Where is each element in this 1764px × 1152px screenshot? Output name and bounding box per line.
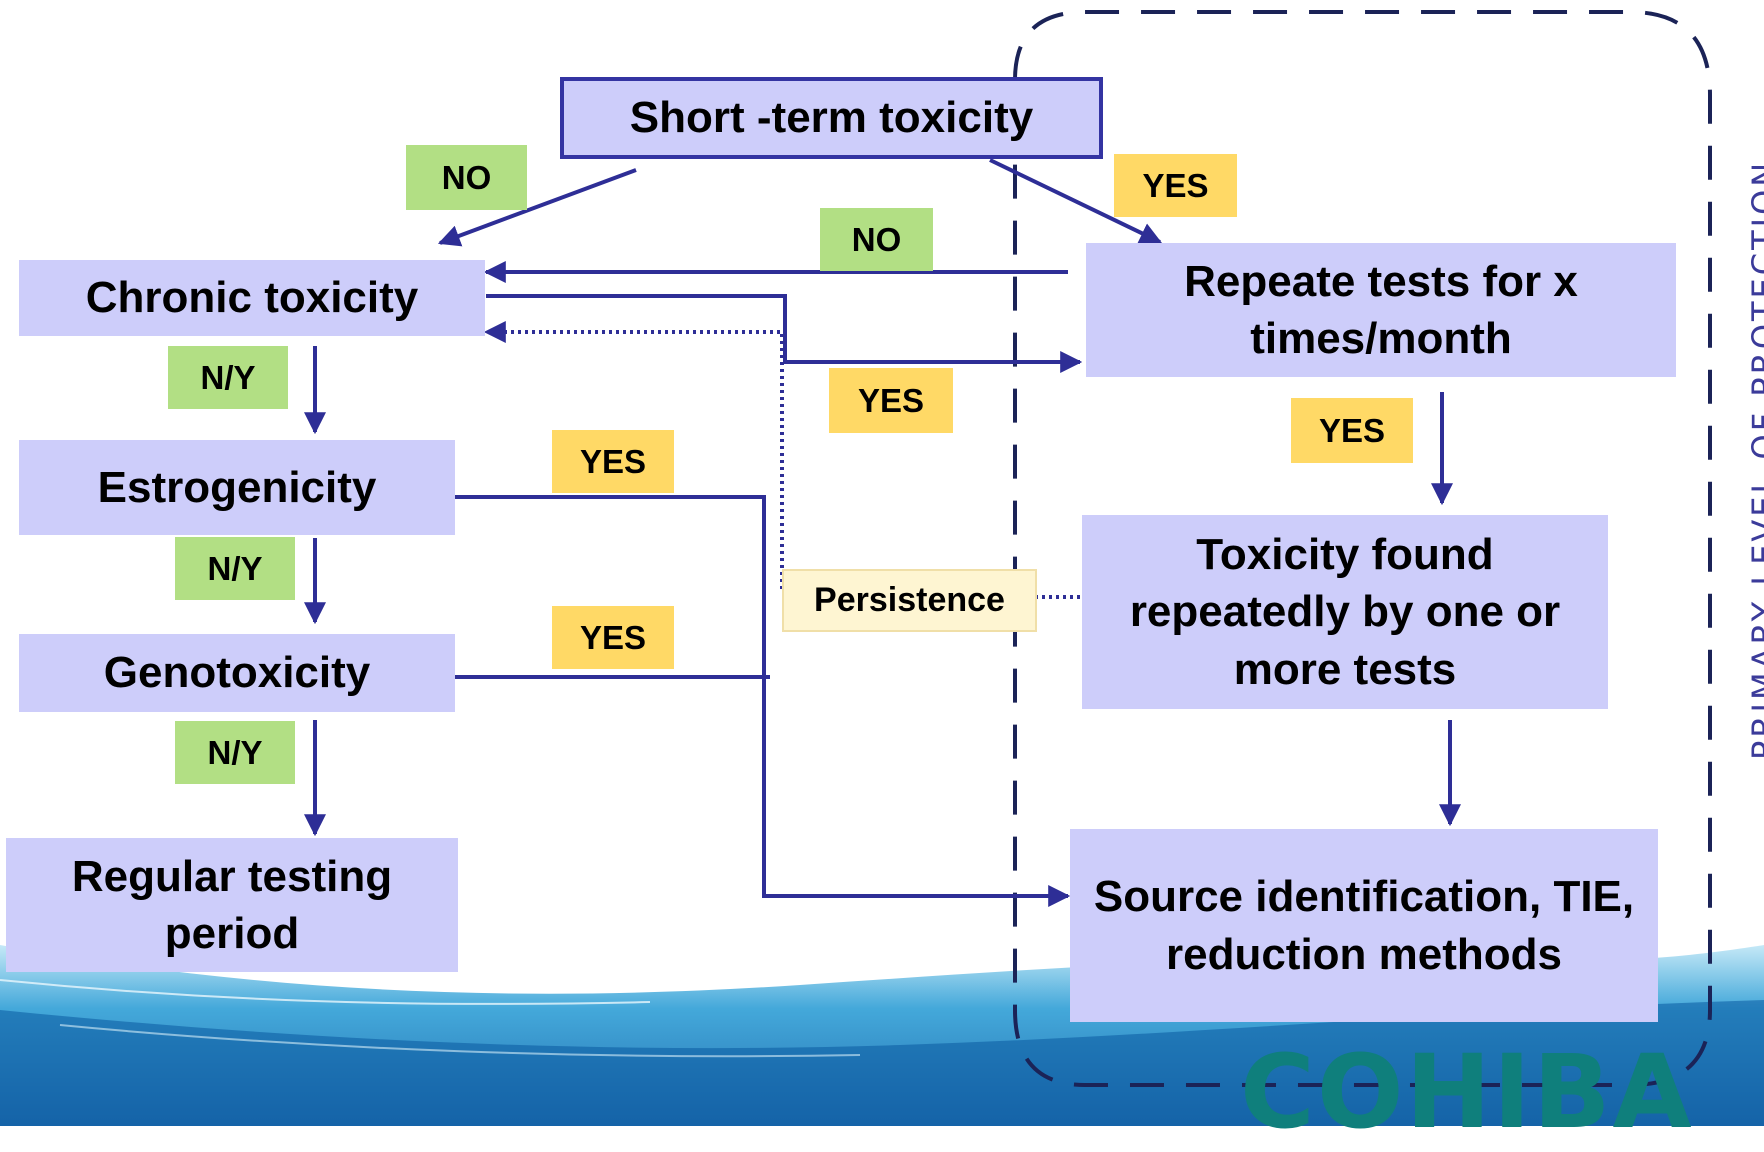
tag-persistence-label: Persistence	[814, 581, 1005, 619]
tag-no-short-to-chronic: NO	[406, 145, 527, 210]
tag-yes-chronic-to-repeat-label: YES	[857, 381, 925, 419]
node-estrogenicity-label: Estrogenicity	[97, 462, 377, 512]
tag-yes-genotoxicity-to-source: YES	[552, 606, 674, 669]
tag-persistence: Persistence	[782, 569, 1037, 632]
node-toxicity-found: Toxicity found repeatedly by one or more…	[1082, 515, 1608, 709]
arrow-estrogenicity-to-source	[454, 495, 1071, 907]
node-chronic-toxicity: Chronic toxicity	[19, 260, 485, 336]
node-repeat-tests-label: Repeate tests for x times/month	[1184, 256, 1578, 363]
node-toxicity-found-label: Toxicity found repeatedly by one or more…	[1129, 530, 1561, 694]
tag-ny-estrogenicity-to-genotoxicity: N/Y	[175, 537, 295, 600]
node-regular-testing-period-label: Regular testing period	[71, 851, 393, 958]
arrow-chronic-to-repeat	[486, 294, 1083, 373]
node-genotoxicity-label: Genotoxicity	[103, 648, 371, 698]
tag-yes-genotoxicity-to-source-label: YES	[579, 618, 647, 656]
node-genotoxicity: Genotoxicity	[19, 634, 455, 712]
tag-yes-estrogenicity-to-source: YES	[552, 430, 674, 493]
tag-ny-chronic-to-estrogenicity-label: N/Y	[200, 358, 256, 396]
dotted-persistence-to-chronic	[483, 321, 784, 589]
tag-ny-genotoxicity-to-regular-label: N/Y	[207, 733, 263, 771]
tag-yes-chronic-to-repeat: YES	[829, 368, 953, 433]
node-repeat-tests: Repeate tests for x times/month	[1086, 243, 1676, 377]
node-short-term-toxicity: Short -term toxicity	[560, 77, 1103, 159]
node-source-identification-label: Source identification, TIE, reduction me…	[1093, 872, 1635, 979]
tag-yes-short-to-repeat-label: YES	[1142, 166, 1209, 204]
tag-no-repeat-to-chronic: NO	[820, 208, 933, 271]
tag-yes-repeat-to-toxicity-found-label: YES	[1318, 411, 1386, 449]
node-short-term-toxicity-label: Short -term toxicity	[629, 93, 1034, 143]
primary-level-of-protection-label: PRIMARY LEVEL OF PROTECTION	[1745, 159, 1764, 760]
node-chronic-toxicity-label: Chronic toxicity	[85, 273, 419, 323]
tag-ny-genotoxicity-to-regular: N/Y	[175, 721, 295, 784]
tag-yes-short-to-repeat: YES	[1114, 154, 1237, 217]
tag-yes-repeat-to-toxicity-found: YES	[1291, 398, 1413, 463]
node-source-identification: Source identification, TIE, reduction me…	[1070, 829, 1658, 1022]
cohiba-logo: COHIBA	[1240, 1033, 1694, 1152]
tag-ny-estrogenicity-to-genotoxicity-label: N/Y	[207, 549, 263, 587]
node-estrogenicity: Estrogenicity	[19, 440, 455, 535]
node-regular-testing-period: Regular testing period	[6, 838, 458, 972]
tag-yes-estrogenicity-to-source-label: YES	[579, 442, 647, 480]
arrow-short-to-repeat	[989, 158, 1162, 244]
primary-protection-region	[1013, 10, 1712, 1087]
arrow-short-to-chronic	[437, 168, 637, 247]
tag-no-repeat-to-chronic-label: NO	[851, 220, 902, 258]
tag-no-short-to-chronic-label: NO	[441, 158, 492, 196]
tag-ny-chronic-to-estrogenicity: N/Y	[168, 346, 288, 409]
